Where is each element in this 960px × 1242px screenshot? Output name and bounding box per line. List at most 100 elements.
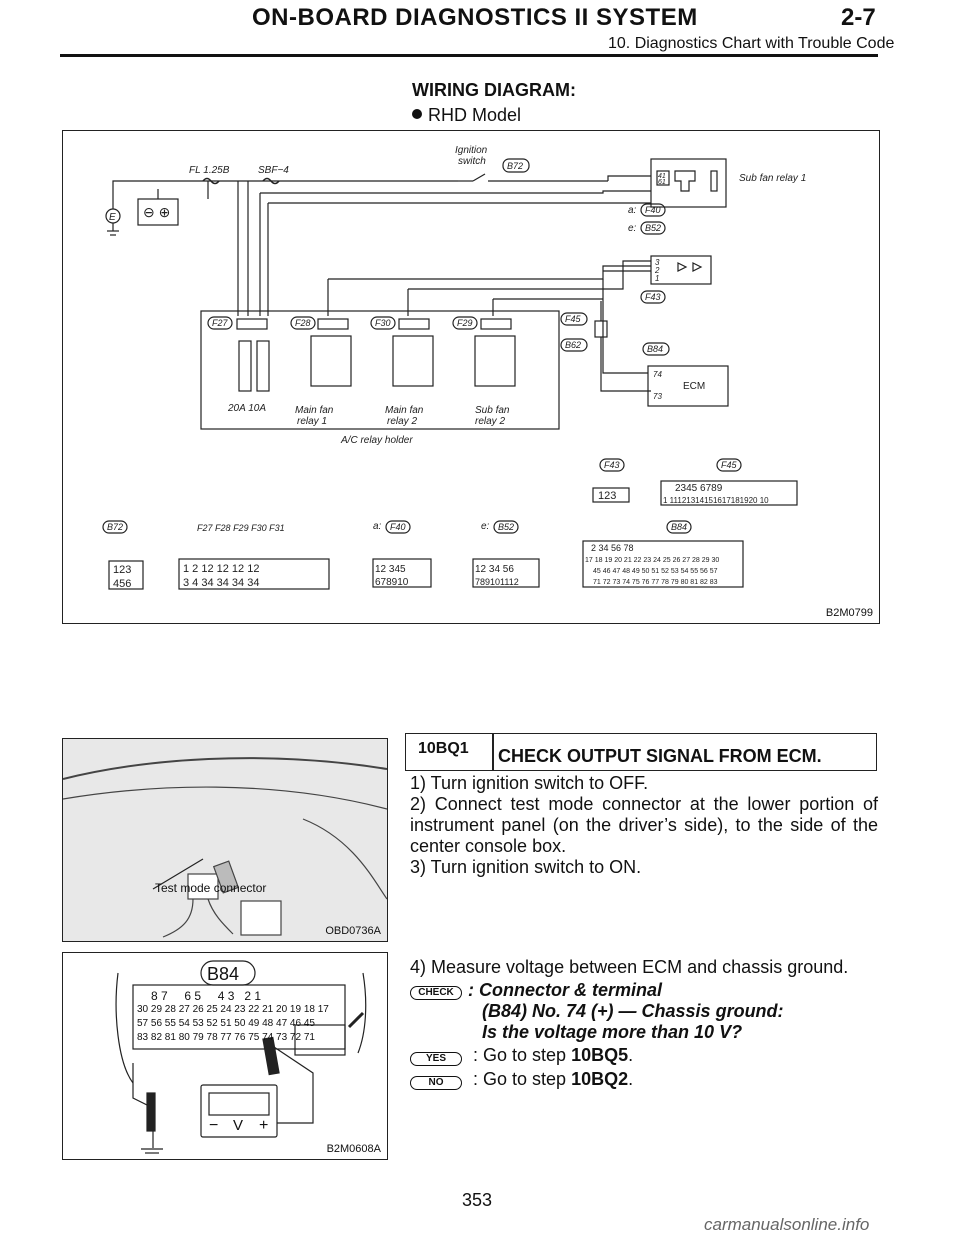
connector-F27: F27 bbox=[212, 318, 229, 328]
wiring-diagram-figure: E ⊖ ⊕ FL 1.25B SBF−4 Ignition switch B72… bbox=[62, 130, 880, 624]
svg-text:⊖ ⊕: ⊖ ⊕ bbox=[143, 204, 170, 220]
yes-tag: YES bbox=[410, 1052, 462, 1066]
step-header: 10BQ1 CHECK OUTPUT SIGNAL FROM ECM. bbox=[405, 733, 877, 771]
chapter-number: 2-7 bbox=[841, 4, 876, 31]
instruction-3: 3) Turn ignition switch to ON. bbox=[410, 857, 642, 877]
no-prefix: : Go to step bbox=[473, 1069, 572, 1089]
connector-F28: F28 bbox=[295, 318, 311, 328]
instruction-1: 1) Turn ignition switch to OFF. bbox=[410, 773, 649, 793]
ignition-label-2: switch bbox=[458, 156, 486, 167]
watermark: carmanualsonline.info bbox=[704, 1215, 870, 1234]
section-title: WIRING DIAGRAM: bbox=[412, 80, 576, 100]
relay-holder-label: A/C relay holder bbox=[340, 435, 413, 446]
b52-face-row1: 12 34 56 bbox=[475, 564, 514, 575]
svg-text:relay 2: relay 2 bbox=[475, 416, 505, 427]
f43-face: 123 bbox=[598, 490, 616, 502]
svg-text:F40: F40 bbox=[390, 522, 406, 532]
meter-row-2: 30 29 28 27 26 25 24 23 22 21 20 19 18 1… bbox=[137, 1004, 329, 1015]
b84-face-row2: 17 18 19 20 21 22 23 24 25 26 27 28 29 3… bbox=[585, 557, 719, 564]
fuse1-label: FL 1.25B bbox=[189, 165, 230, 176]
ac-relay-holder bbox=[200, 310, 560, 430]
no-result: NO : Go to step 10BQ2. bbox=[410, 1069, 633, 1090]
page-number: 353 bbox=[462, 1190, 493, 1210]
svg-text:e:: e: bbox=[481, 521, 490, 532]
multimeter-icon bbox=[200, 1084, 278, 1138]
svg-text:B52: B52 bbox=[498, 522, 514, 532]
connector-B84: B84 bbox=[647, 344, 663, 354]
check-tag-label: CHECK bbox=[410, 986, 462, 1000]
sub-fan-relay1-label: Sub fan relay 1 bbox=[739, 173, 806, 184]
model-line: RHD Model bbox=[412, 105, 521, 126]
wiring-figure-id: B2M0799 bbox=[825, 607, 873, 619]
voltage-measurement-figure: B84 8 7 6 5 4 3 2 1 30 29 28 27 26 25 24… bbox=[62, 952, 388, 1160]
fuse2-label: SBF−4 bbox=[258, 165, 289, 176]
svg-text:relay 1: relay 1 bbox=[297, 416, 327, 427]
check-line-1: : Connector & terminal bbox=[468, 980, 663, 1000]
f45-face-row1: 2345 6789 bbox=[675, 483, 723, 494]
connector-B72: B72 bbox=[507, 161, 523, 171]
b84-connector-face bbox=[132, 984, 346, 1050]
connector-F43: F43 bbox=[645, 292, 661, 302]
no-step-link[interactable]: 10BQ2 bbox=[571, 1069, 629, 1089]
check-line-3: Is the voltage more than 10 V? bbox=[482, 1022, 743, 1042]
meter-connector-label: B84 bbox=[207, 964, 240, 984]
ecm-label: ECM bbox=[683, 381, 705, 392]
meter-row-1: 8 7 6 5 4 3 2 1 bbox=[151, 989, 262, 1003]
fuse-rating: 20A 10A bbox=[227, 403, 266, 414]
meter-v: V bbox=[233, 1117, 244, 1134]
header-subtitle: 10. Diagnostics Chart with Trouble Code bbox=[608, 35, 895, 52]
svg-text:Main fan: Main fan bbox=[385, 405, 424, 416]
relay-face-row2: 3 4 34 34 34 34 bbox=[183, 577, 259, 589]
meter-minus: − bbox=[209, 1117, 219, 1134]
ground-label: E bbox=[109, 212, 116, 223]
diode-block bbox=[650, 255, 712, 285]
svg-text:relay 2: relay 2 bbox=[387, 416, 417, 427]
instruction-4: 4) Measure voltage between ECM and chass… bbox=[410, 957, 849, 977]
ecm-box bbox=[647, 365, 729, 407]
svg-text:e:: e: bbox=[628, 223, 637, 234]
photo-illustration bbox=[63, 757, 387, 938]
svg-text:B84: B84 bbox=[671, 522, 687, 532]
svg-text:Sub fan: Sub fan bbox=[475, 405, 510, 416]
f40-face-row2: 678910 bbox=[375, 577, 409, 588]
relay-connectors-label: F27 F28 F29 F30 F31 bbox=[197, 523, 285, 533]
no-tag: NO bbox=[410, 1076, 462, 1090]
svg-text:61: 61 bbox=[658, 179, 666, 186]
svg-text:73: 73 bbox=[653, 392, 662, 401]
svg-text:a:: a: bbox=[373, 521, 382, 532]
svg-text:B72: B72 bbox=[107, 522, 123, 532]
check-tag: CHECK bbox=[410, 982, 462, 1000]
yes-result: YES : Go to step 10BQ5. bbox=[410, 1045, 633, 1066]
svg-text:41: 41 bbox=[658, 173, 666, 180]
svg-text:74: 74 bbox=[653, 370, 662, 379]
b52-face-row2: 789101112 bbox=[475, 577, 519, 587]
photo-figure-id: OBD0736A bbox=[325, 925, 381, 937]
meter-row-3: 57 56 55 54 53 52 51 50 49 48 47 46 45 bbox=[137, 1018, 315, 1029]
header-rule bbox=[60, 54, 878, 57]
ignition-label-1: Ignition bbox=[455, 145, 488, 156]
test-mode-connector-label: Test mode connector bbox=[155, 881, 267, 895]
b72-face-row1: 123 bbox=[113, 564, 131, 576]
svg-text:Main fan: Main fan bbox=[295, 405, 334, 416]
meter-illustration bbox=[115, 960, 367, 1154]
svg-text:1: 1 bbox=[655, 274, 659, 283]
meter-row-4: 83 82 81 80 79 78 77 76 75 74 73 72 71 bbox=[137, 1032, 315, 1043]
svg-text:F43: F43 bbox=[604, 460, 620, 470]
connector-F40: F40 bbox=[645, 205, 661, 215]
svg-text:2: 2 bbox=[654, 266, 660, 275]
relay-face-row1: 1 2 12 12 12 12 bbox=[183, 563, 259, 575]
wiring-diagram: E ⊖ ⊕ FL 1.25B SBF−4 Ignition switch B72… bbox=[102, 145, 806, 590]
b84-face-row1: 2 34 56 78 bbox=[591, 543, 634, 553]
step-divider bbox=[492, 734, 494, 770]
sub-fan-relay1-box bbox=[650, 158, 727, 208]
step-title: CHECK OUTPUT SIGNAL FROM ECM. bbox=[498, 746, 822, 766]
f40-face-row1: 12 345 bbox=[375, 564, 406, 575]
test-mode-photo: Test mode connector OBD0736A bbox=[62, 738, 388, 942]
b84-face-row4: 71 72 73 74 75 76 77 78 79 80 81 82 83 bbox=[593, 579, 718, 586]
yes-step-link[interactable]: 10BQ5 bbox=[571, 1045, 629, 1065]
f45-face-row2: 1 11121314151617181920 10 bbox=[663, 496, 769, 505]
bullet-icon bbox=[412, 109, 422, 119]
connector-B62: B62 bbox=[565, 340, 581, 350]
model-label: RHD Model bbox=[428, 105, 522, 125]
step-id: 10BQ1 bbox=[418, 740, 469, 757]
